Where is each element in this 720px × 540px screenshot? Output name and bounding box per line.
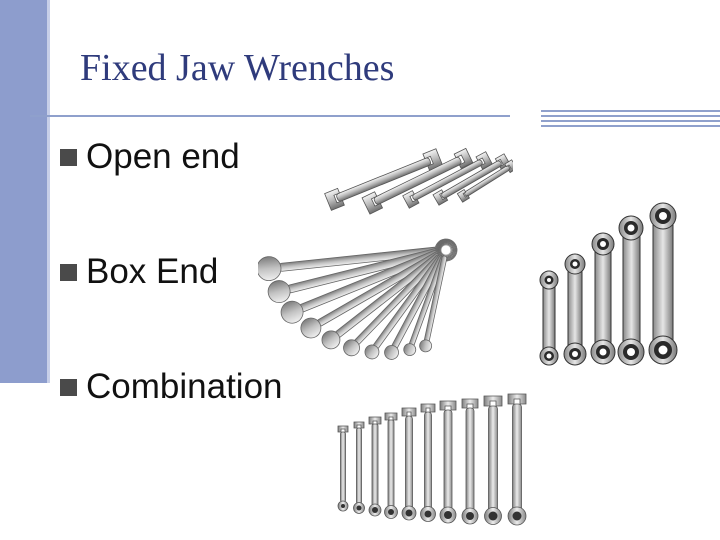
square-bullet-icon bbox=[60, 148, 77, 166]
combination-wrench-set-image bbox=[337, 393, 527, 526]
bullet-label: Box End bbox=[86, 252, 219, 291]
bullet-open-end: Open end bbox=[60, 137, 240, 177]
slide-title: Fixed Jaw Wrenches bbox=[80, 47, 395, 89]
open-end-wrench-set-image bbox=[324, 147, 513, 215]
sidebar-accent-edge bbox=[47, 0, 50, 383]
sidebar-accent-band bbox=[0, 0, 47, 383]
title-rule bbox=[30, 115, 510, 117]
ratcheting-box-wrench-set-image bbox=[539, 202, 678, 366]
title-rule-accent bbox=[541, 110, 720, 130]
bullet-label: Combination bbox=[86, 367, 283, 406]
square-bullet-icon bbox=[60, 263, 77, 281]
square-bullet-icon bbox=[60, 378, 77, 396]
bullet-box-end: Box End bbox=[60, 252, 218, 292]
box-end-wrench-set-image bbox=[258, 222, 483, 362]
bullet-combination: Combination bbox=[60, 367, 283, 407]
bullet-label: Open end bbox=[86, 137, 240, 176]
